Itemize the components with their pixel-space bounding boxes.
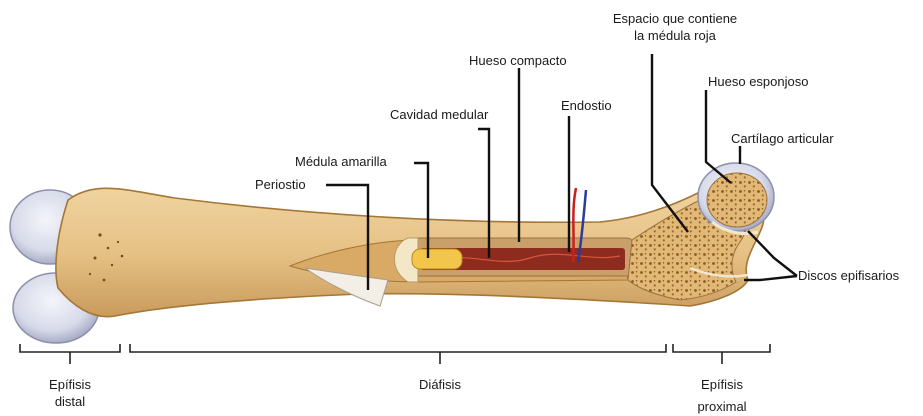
label-periostio: Periostio xyxy=(255,176,306,193)
region-epifisis-proximal-line1: Epífisis xyxy=(684,376,760,393)
proximal-head-spongy xyxy=(707,173,767,227)
label-cavidad-medular: Cavidad medular xyxy=(390,106,488,123)
leader-discos-epifisarios-upper xyxy=(748,231,797,276)
region-brackets xyxy=(20,344,770,364)
region-epifisis-distal: Epífisis distal xyxy=(35,376,105,410)
label-discos-epifisarios: Discos epifisarios xyxy=(798,267,899,284)
label-endostio: Endostio xyxy=(561,97,612,114)
label-hueso-compacto: Hueso compacto xyxy=(469,52,567,69)
region-epifisis-proximal-line2: proximal xyxy=(684,398,760,415)
bracket-epifisis-proximal xyxy=(673,344,770,364)
leader-discos-epifisarios-lower xyxy=(744,276,797,280)
region-diafisis: Diáfisis xyxy=(405,376,475,393)
label-hueso-esponjoso: Hueso esponjoso xyxy=(708,73,808,90)
label-espacio-medula-roja: Espacio que contiene la médula roja xyxy=(600,10,750,44)
bracket-epifisis-distal xyxy=(20,344,120,364)
label-espacio-line2: la médula roja xyxy=(600,27,750,44)
label-cartilago-articular: Cartílago articular xyxy=(731,130,834,147)
label-espacio-line1: Espacio que contiene xyxy=(600,10,750,27)
label-medula-amarilla: Médula amarilla xyxy=(295,153,387,170)
region-epifisis-distal-line2: distal xyxy=(35,393,105,410)
bracket-diafisis xyxy=(130,344,666,364)
region-epifisis-proximal: Epífisis proximal xyxy=(684,376,760,415)
region-epifisis-distal-line1: Epífisis xyxy=(35,376,105,393)
yellow-marrow xyxy=(412,249,462,269)
